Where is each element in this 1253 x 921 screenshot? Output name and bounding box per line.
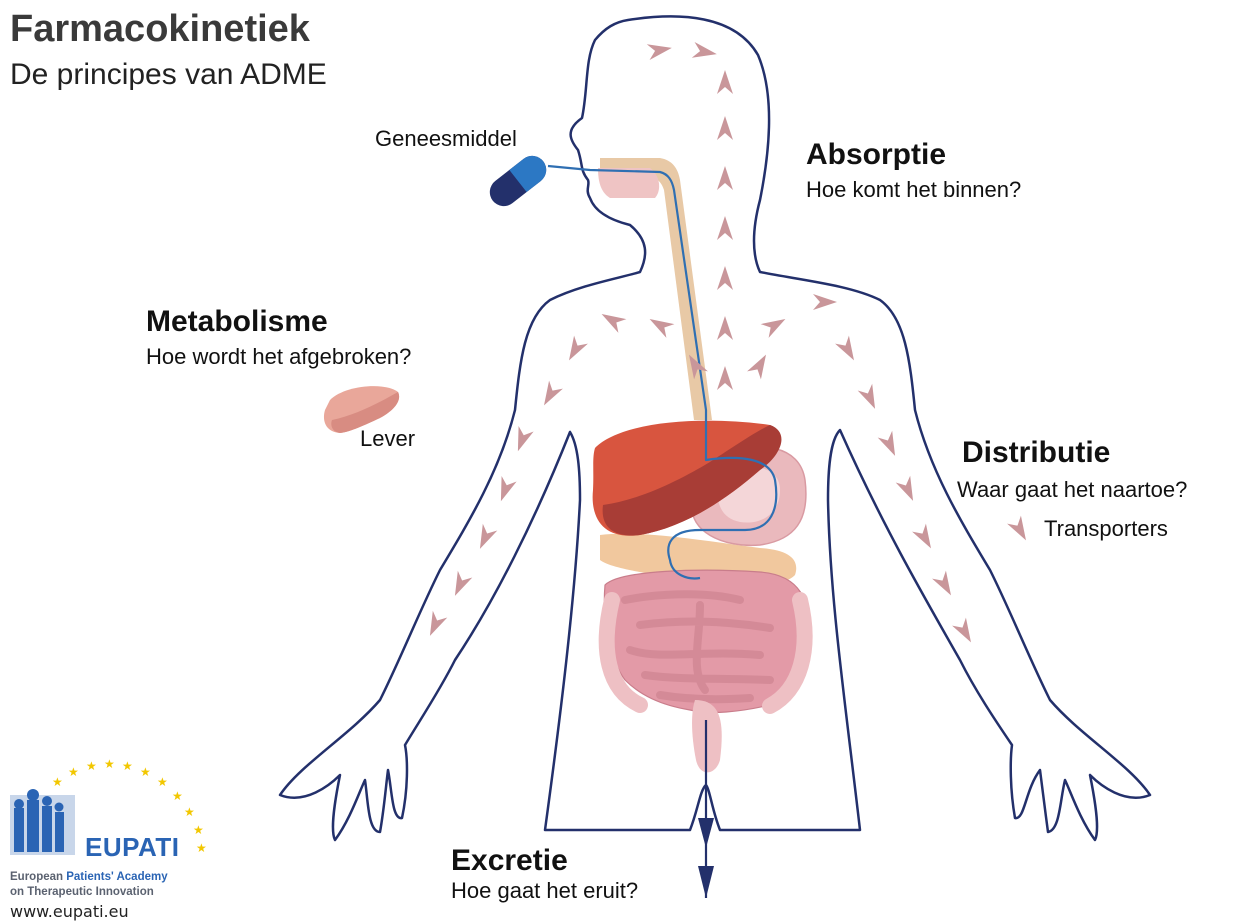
drug-label: Geneesmiddel <box>375 128 517 150</box>
distribution-heading: Distributie <box>962 438 1110 468</box>
metabolism-heading: Metabolisme <box>146 307 328 337</box>
logo-line1: European Patients' Academy <box>10 871 168 883</box>
page-title: Farmacokinetiek <box>10 10 310 48</box>
pill-icon <box>484 150 552 211</box>
svg-text:★: ★ <box>52 775 63 789</box>
svg-text:★: ★ <box>140 765 151 779</box>
svg-text:★: ★ <box>193 823 204 837</box>
transporters-label: Transporters <box>1044 518 1168 540</box>
svg-text:★: ★ <box>172 789 183 803</box>
logo-url: www.eupati.eu <box>10 902 129 921</box>
svg-text:★: ★ <box>196 841 207 855</box>
absorption-question: Hoe komt het binnen? <box>806 179 1021 201</box>
excretion-question: Hoe gaat het eruit? <box>451 880 638 902</box>
excretion-arrowhead-1 <box>698 818 714 848</box>
excretion-heading: Excretie <box>451 846 568 876</box>
svg-text:★: ★ <box>184 805 195 819</box>
logo-line1-prefix: European <box>10 871 66 883</box>
logo-line1-highlight: Patients' Academy <box>66 871 167 883</box>
liver-label: Lever <box>360 428 415 450</box>
absorption-heading: Absorptie <box>806 140 946 170</box>
distribution-question: Waar gaat het naartoe? <box>957 479 1187 501</box>
svg-text:★: ★ <box>68 765 79 779</box>
metabolism-question: Hoe wordt het afgebroken? <box>146 346 411 368</box>
svg-text:★: ★ <box>86 759 97 773</box>
svg-text:★: ★ <box>104 757 115 771</box>
logo-wordmark: EUPATI <box>85 832 179 863</box>
svg-text:★: ★ <box>122 759 133 773</box>
excretion-arrowhead-2 <box>698 866 714 898</box>
logo-line2: on Therapeutic Innovation <box>10 886 154 898</box>
svg-text:★: ★ <box>157 775 168 789</box>
page-subtitle: De principes van ADME <box>10 60 327 90</box>
